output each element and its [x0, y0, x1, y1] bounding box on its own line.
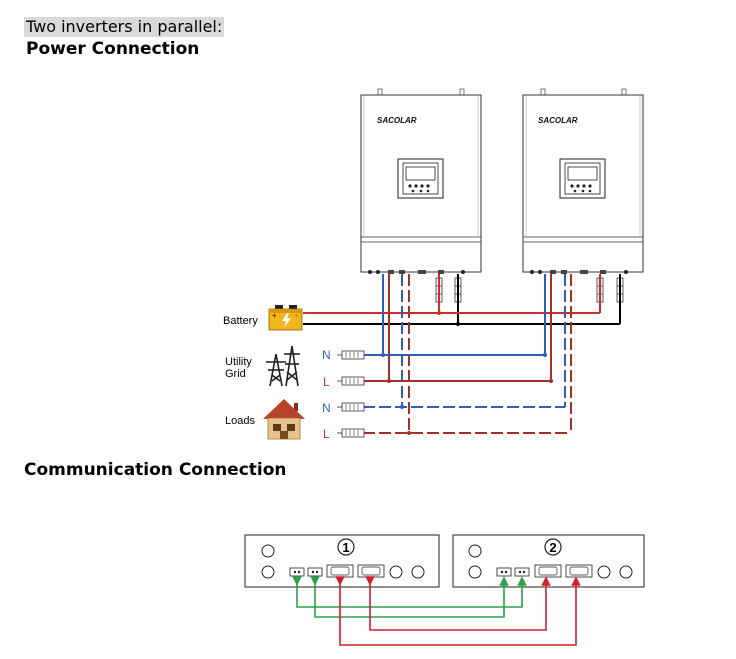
lcd-panel [559, 158, 606, 199]
terminal-block-icon [337, 350, 365, 438]
battery-icon: + - [268, 305, 303, 331]
comm-unit-2: 2 [452, 534, 645, 588]
utility-grid-label-line1: Utility [225, 356, 252, 368]
intro-text: Two inverters in parallel: [24, 17, 225, 37]
communication-connection-heading: Communication Connection [24, 460, 287, 480]
unit-number: 2 [549, 540, 556, 555]
ac-buses [363, 353, 571, 435]
utility-grid-label-line2: Grid [225, 368, 246, 380]
unit-number: 1 [342, 540, 349, 555]
brand-logo: SACOLAR [377, 116, 417, 125]
inverter-2: SACOLAR [522, 88, 644, 274]
live-label: L [323, 375, 330, 389]
lcd-panel [397, 158, 444, 199]
inverter-1: SACOLAR [360, 88, 482, 274]
comm-unit-1: 1 [244, 534, 440, 588]
comm-cables-green [292, 576, 527, 618]
neutral-label: N [322, 348, 331, 362]
svg-text:+: + [272, 311, 277, 320]
live-label: L [323, 427, 330, 441]
neutral-label: N [322, 401, 331, 415]
ac-wiring-inverter-1 [382, 274, 410, 433]
house-icon [263, 399, 305, 440]
utility-tower-icon [266, 345, 300, 387]
brand-logo: SACOLAR [538, 116, 578, 125]
loads-label: Loads [225, 415, 255, 427]
breaker-icon [435, 277, 624, 303]
comm-cables-red [335, 576, 581, 646]
power-connection-heading: Power Connection [26, 39, 200, 59]
battery-wiring [303, 274, 621, 326]
ac-wiring-inverter-2 [544, 274, 572, 433]
battery-label: Battery [223, 315, 258, 327]
svg-text:-: - [295, 311, 298, 320]
